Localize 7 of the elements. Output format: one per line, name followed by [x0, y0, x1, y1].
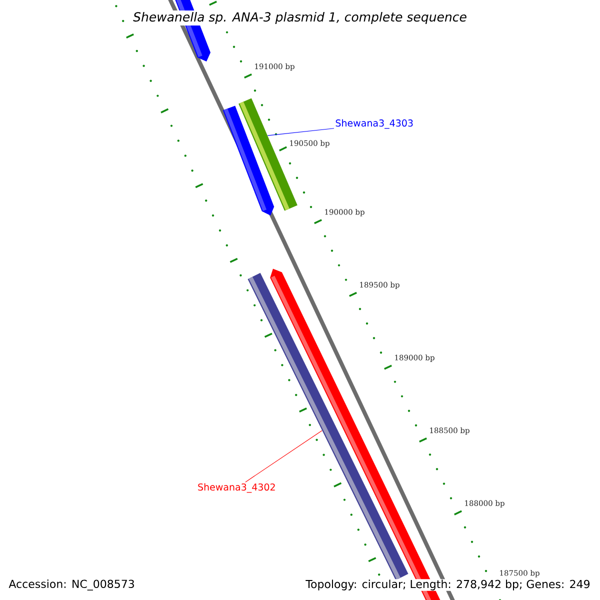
stats-text: Topology: circular; Length: 278,942 bp; Genes: 249: [305, 579, 591, 591]
title: Shewanella sp. ANA-3 plasmid 1, complete sequence: [132, 10, 468, 26]
leader-line: [267, 128, 334, 136]
gene-label: Shewana3_4303: [336, 119, 413, 129]
gene-label: Shewana3_4302: [198, 483, 275, 493]
leader-line: [245, 430, 322, 482]
accession-text: Accession: NC_008573: [8, 579, 136, 591]
